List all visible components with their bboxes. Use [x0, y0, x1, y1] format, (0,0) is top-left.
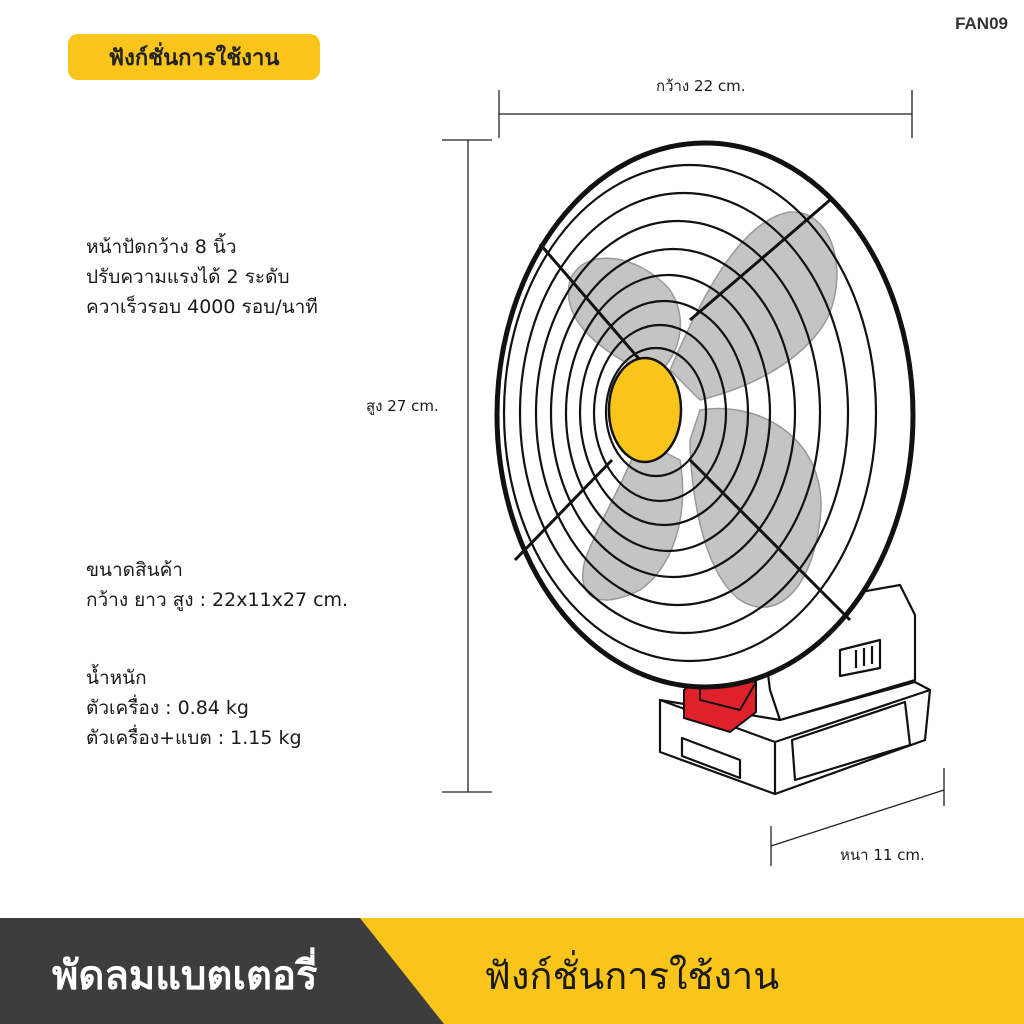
size-heading: ขนาดสินค้า [86, 559, 183, 581]
weight-with-battery: ตัวเครื่อง+แบต : 1.15 kg [86, 727, 302, 749]
fan-hub [607, 356, 683, 464]
feature-item: ควาเร็วรอบ 4000 รอบ/นาที [86, 296, 318, 318]
weight-heading: น้ำหนัก [86, 667, 147, 689]
product-code: FAN09 [955, 14, 1008, 33]
height-dimension-line [442, 139, 492, 793]
size-spec: ขนาดสินค้า กว้าง ยาว สูง : 22x11x27 cm. [86, 555, 348, 615]
size-value: กว้าง ยาว สูง : 22x11x27 cm. [86, 589, 349, 611]
width-dimension-line [498, 90, 913, 138]
banner-function-title: ฟังก์ชั่นการใช้งาน [484, 953, 780, 998]
weight-spec: น้ำหนัก ตัวเครื่อง : 0.84 kg ตัวเครื่อง+… [86, 663, 302, 753]
depth-label: หนา 11 cm. [840, 846, 925, 864]
banner-product-name: พัดลมแบตเตอรี่ [52, 953, 318, 999]
width-label: กว้าง 22 cm. [656, 77, 746, 95]
features-list: หน้าปัดกว้าง 8 นิ้ว ปรับความแรงได้ 2 ระด… [86, 232, 318, 322]
feature-item: หน้าปัดกว้าง 8 นิ้ว [86, 236, 237, 258]
height-label: สูง 27 cm. [366, 397, 439, 415]
cage-cross-wires [513, 198, 852, 622]
feature-item: ปรับความแรงได้ 2 ระดับ [86, 266, 290, 288]
cage-grille-rings [502, 163, 878, 663]
section-title: ฟังก์ชั่นการใช้งาน [108, 45, 280, 71]
weight-unit-only: ตัวเครื่อง : 0.84 kg [86, 697, 249, 719]
banner-dark-band [0, 918, 444, 1024]
depth-dimension-line [770, 768, 945, 866]
section-title-badge: ฟังก์ชั่นการใช้งาน [68, 34, 320, 80]
